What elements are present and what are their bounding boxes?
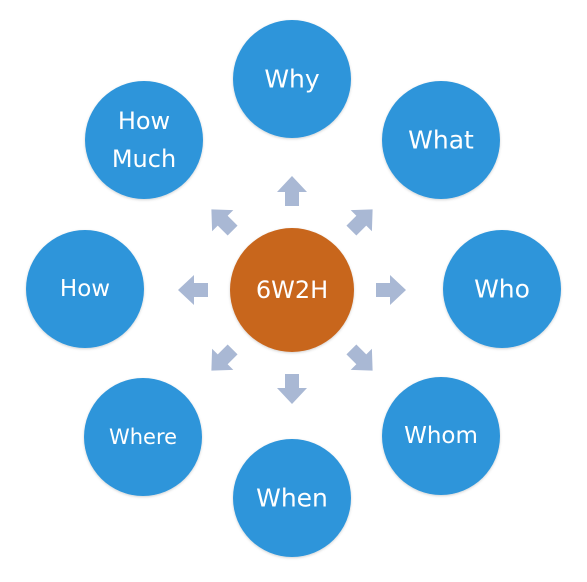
arrow-who <box>376 275 406 305</box>
node-why: Why <box>233 20 351 138</box>
node-circle-where <box>84 378 202 496</box>
arrow-where <box>211 344 238 371</box>
center-label: 6W2H <box>256 276 328 304</box>
node-label-how-much-1: How <box>118 107 170 135</box>
node-circle-who <box>443 230 561 348</box>
node-label-when: When <box>256 484 328 513</box>
arrow-what <box>346 209 373 236</box>
node-label-whom: Whom <box>404 423 478 449</box>
node-label-who: Who <box>474 275 530 304</box>
arrow-whom <box>346 344 373 371</box>
center-node: 6W2H <box>230 228 354 352</box>
node-how: How <box>26 230 144 348</box>
arrow-why <box>277 176 307 206</box>
node-circle-how-much <box>85 81 203 199</box>
node-circle-whom <box>382 377 500 495</box>
node-label-why: Why <box>264 65 320 94</box>
node-who: Who <box>443 230 561 348</box>
arrow-when <box>277 374 307 404</box>
arrow-how <box>178 275 208 305</box>
node-circle-why <box>233 20 351 138</box>
node-label-how: How <box>60 276 110 302</box>
node-circle-how <box>26 230 144 348</box>
node-label-where: Where <box>109 425 177 449</box>
node-circle-what <box>382 81 500 199</box>
arrow-how-much <box>211 209 238 236</box>
node-circle-when <box>233 439 351 557</box>
node-where: Where <box>84 378 202 496</box>
node-when: When <box>233 439 351 557</box>
node-label-how-much-2: Much <box>112 145 176 173</box>
node-what: What <box>382 81 500 199</box>
node-label-what: What <box>408 126 474 155</box>
node-whom: Whom <box>382 377 500 495</box>
arrows <box>178 176 406 404</box>
